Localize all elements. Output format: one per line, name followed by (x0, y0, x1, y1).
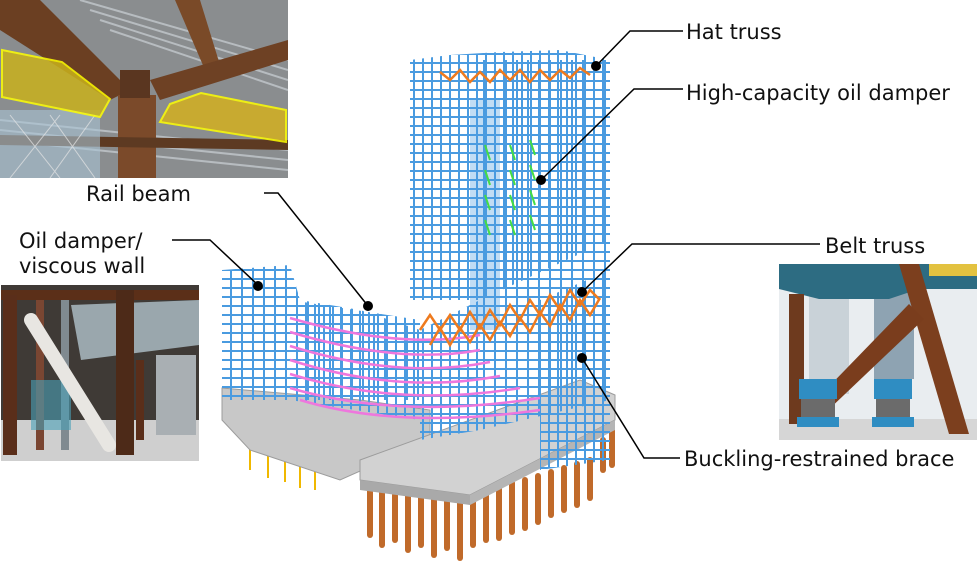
brace-marker (577, 353, 587, 363)
hat-truss (439, 66, 591, 84)
label-buckling-restrained-brace: Buckling-restrained brace (684, 447, 955, 471)
rail-beams (289, 316, 541, 420)
hat-truss-marker (591, 61, 601, 71)
oil-damper-marker (536, 175, 546, 185)
label-belt-truss: Belt truss (825, 234, 926, 258)
label-rail-beam: Rail beam (86, 182, 191, 206)
viscous-wall-marker (253, 281, 263, 291)
label-hat-truss: Hat truss (686, 20, 782, 44)
brace-photo (779, 264, 977, 440)
leader-dots (253, 61, 601, 363)
label-oil-damper-line1: Oil damper/ (19, 229, 143, 253)
rail-beam-photo (0, 0, 288, 178)
oil-damper-photo (1, 285, 199, 461)
oil-dampers (484, 139, 536, 236)
rail-beam-marker (363, 301, 373, 311)
belt-truss (418, 287, 602, 348)
label-high-capacity-oil-damper: High-capacity oil damper (686, 81, 950, 105)
label-oil-damper-line2: viscous wall (19, 254, 146, 278)
tower-frame (410, 50, 610, 470)
belt-truss-marker (577, 287, 587, 297)
leader-lines (172, 30, 820, 459)
